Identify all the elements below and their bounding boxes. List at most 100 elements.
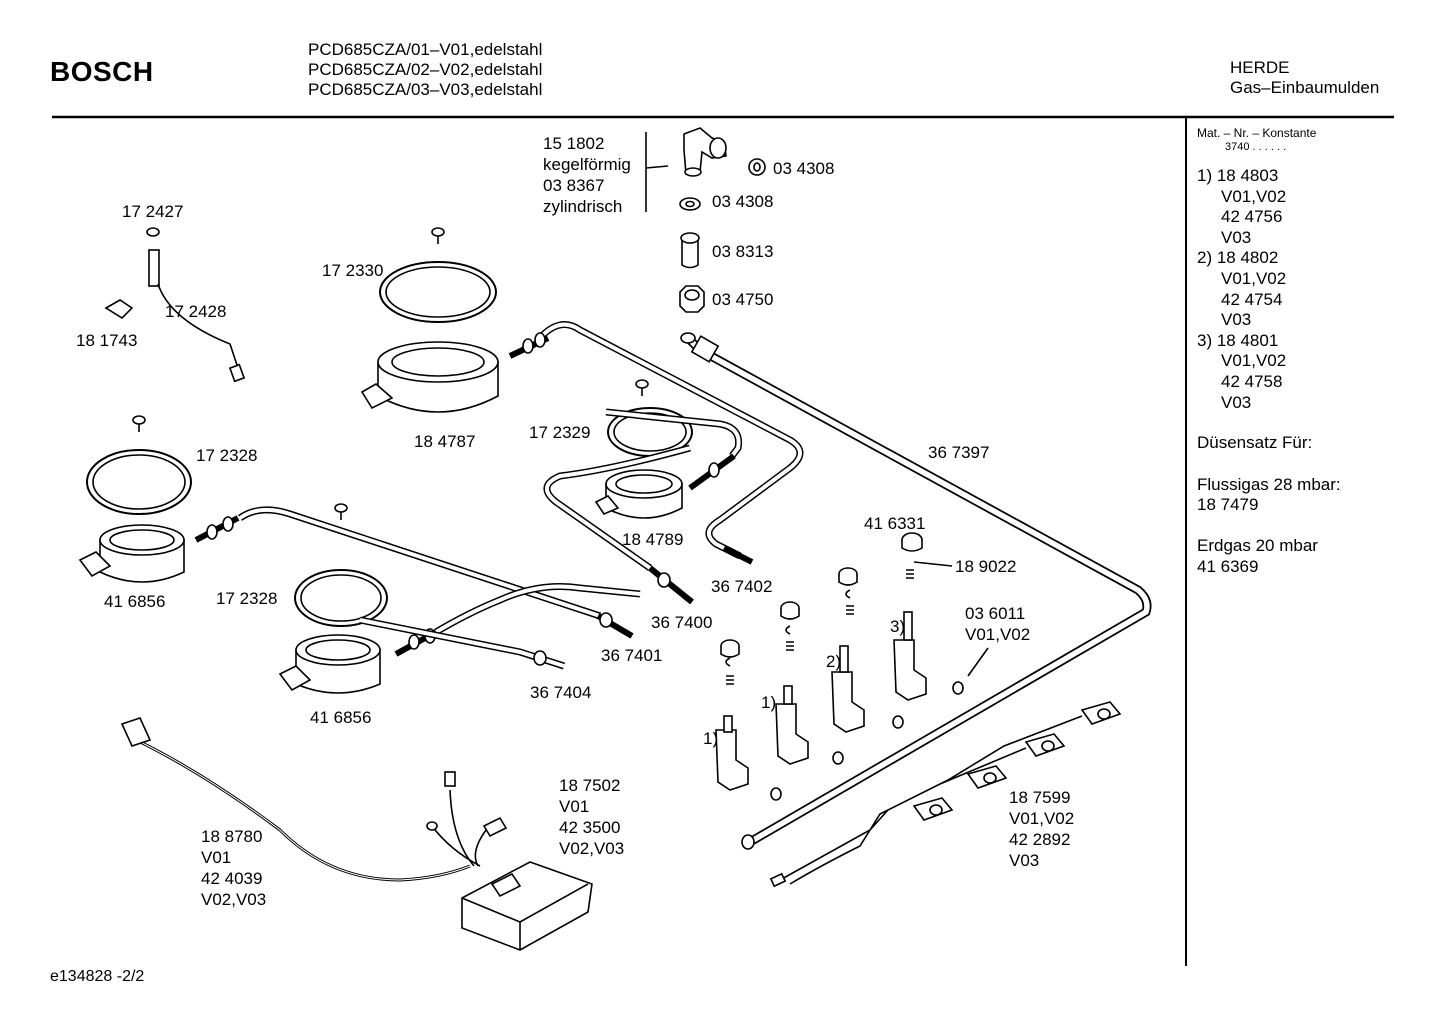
label-kegel: kegelförmig xyxy=(543,155,631,174)
label-188780: 18 8780 xyxy=(201,827,262,846)
valve-spring xyxy=(725,569,914,685)
nut-034750 xyxy=(679,285,705,313)
variant-line: V03 xyxy=(1221,227,1252,247)
label-v0102b: V01,V02 xyxy=(1009,809,1074,828)
pipe-367401 xyxy=(194,506,634,639)
main-gas-rail-pipe xyxy=(680,332,1152,850)
label-422892: 42 2892 xyxy=(1009,830,1070,849)
label-marker-1b: 1) xyxy=(761,693,776,712)
mat-value: 3740 . . . . . . xyxy=(1225,141,1287,153)
model-2: PCD685CZA/02–V02,edelstahl xyxy=(308,60,543,79)
variant-line: 42 4754 xyxy=(1221,289,1283,309)
mat-label: Mat. – Nr. – Konstante xyxy=(1197,126,1317,140)
gasket-172330 xyxy=(379,261,497,323)
variant-line: 42 4758 xyxy=(1221,371,1283,391)
pipe-367402 xyxy=(605,408,743,491)
variant-line: V03 xyxy=(1221,392,1252,412)
label-v0203b: V02,V03 xyxy=(201,890,266,909)
label-187502: 18 7502 xyxy=(559,776,620,795)
ignition-module xyxy=(461,861,593,951)
erdgas-label: Erdgas 20 mbar xyxy=(1197,535,1318,555)
wiring-harness xyxy=(120,717,508,882)
pipe-367404 xyxy=(359,583,641,670)
label-367400: 36 7400 xyxy=(651,613,712,632)
nozzle-038313 xyxy=(680,232,700,269)
variant-line: 1) 18 4803 xyxy=(1197,166,1279,185)
label-416856b: 41 6856 xyxy=(310,708,371,727)
label-172329: 17 2329 xyxy=(529,423,590,442)
brand-logo: BOSCH xyxy=(50,56,154,87)
flussigas-label: Flussigas 28 mbar: xyxy=(1197,474,1341,494)
label-marker-2: 2) xyxy=(826,652,841,671)
elbow-fitting xyxy=(683,127,727,177)
valve-cap xyxy=(720,532,923,658)
burner-cup-416856a xyxy=(78,524,185,583)
category-1: HERDE xyxy=(1230,58,1290,77)
screw xyxy=(132,227,649,520)
label-416856a: 41 6856 xyxy=(104,592,165,611)
label-marker-1a: 1) xyxy=(703,729,718,748)
label-v0203a: V02,V03 xyxy=(559,839,624,858)
label-184789: 18 4789 xyxy=(622,530,683,549)
label-172427: 17 2427 xyxy=(122,202,183,221)
pipe-367400 xyxy=(543,444,694,605)
pipe-184787-feed xyxy=(508,321,804,565)
label-187599: 18 7599 xyxy=(1009,788,1070,807)
washer-034308b xyxy=(679,197,701,211)
part-labels: 15 1802 kegelförmig 03 8367 zylindrisch … xyxy=(76,134,1074,909)
o-ring xyxy=(770,681,964,801)
burner-cup-184789 xyxy=(594,469,683,519)
leader-elbow xyxy=(645,165,669,169)
leader-189022 xyxy=(913,561,953,567)
variant-line: V03 xyxy=(1221,310,1252,330)
label-034308b: 03 4308 xyxy=(712,192,773,211)
label-036011: 03 6011 xyxy=(965,604,1025,623)
ignition-switch xyxy=(912,701,1122,821)
gasket-172328b xyxy=(294,569,388,627)
variant-line: V01,V02 xyxy=(1221,186,1287,206)
category-2: Gas–Einbaumulden xyxy=(1230,78,1380,97)
washer-034308a xyxy=(748,158,766,176)
label-172330: 17 2330 xyxy=(322,261,383,280)
label-034308a: 03 4308 xyxy=(773,159,834,178)
label-367404: 36 7404 xyxy=(530,683,591,702)
duesensatz-label: Düsensatz Für: xyxy=(1197,433,1313,453)
label-marker-3: 3) xyxy=(890,617,905,636)
label-181743: 18 1743 xyxy=(76,331,137,350)
leader-036011 xyxy=(967,647,989,677)
label-424039: 42 4039 xyxy=(201,869,262,888)
gas-valve xyxy=(715,611,927,791)
label-038313: 03 8313 xyxy=(712,242,773,261)
label-038367: 03 8367 xyxy=(543,176,604,195)
label-367402: 36 7402 xyxy=(711,577,772,596)
label-v0102a: V01,V02 xyxy=(965,625,1030,644)
drawing-number: e134828 -2/2 xyxy=(50,968,145,985)
variant-line: 2) 18 4802 xyxy=(1197,248,1279,268)
model-list: PCD685CZA/01–V01,edelstahl PCD685CZA/02–… xyxy=(308,40,542,100)
model-1: PCD685CZA/01–V01,edelstahl xyxy=(308,40,543,59)
label-172328a: 17 2328 xyxy=(196,446,257,465)
thermocouple xyxy=(104,227,246,383)
label-zyl: zylindrisch xyxy=(543,197,622,216)
label-v01b: V01 xyxy=(201,848,231,867)
variant-line: 42 4756 xyxy=(1221,207,1283,227)
label-367401: 36 7401 xyxy=(601,646,662,665)
label-423500: 42 3500 xyxy=(559,818,620,837)
flussigas-value: 18 7479 xyxy=(1197,495,1259,515)
label-034750: 03 4750 xyxy=(712,290,773,309)
variant-line: 3) 18 4801 xyxy=(1197,330,1279,350)
label-184787: 18 4787 xyxy=(414,432,475,451)
ignition-wiring xyxy=(779,715,1083,885)
label-172328b: 17 2328 xyxy=(216,589,277,608)
erdgas-value: 41 6369 xyxy=(1197,556,1259,576)
burner-cup-416856b xyxy=(278,634,381,694)
label-172428: 17 2428 xyxy=(165,302,226,321)
category: HERDE Gas–Einbaumulden xyxy=(1230,58,1379,98)
gasket-172328a xyxy=(86,449,192,515)
label-151802: 15 1802 xyxy=(543,134,604,153)
variant-line: V01,V02 xyxy=(1221,268,1287,288)
parts-sidebar: Mat. – Nr. – Konstante 3740 . . . . . . … xyxy=(1197,126,1341,577)
variant-line: V01,V02 xyxy=(1221,351,1287,371)
